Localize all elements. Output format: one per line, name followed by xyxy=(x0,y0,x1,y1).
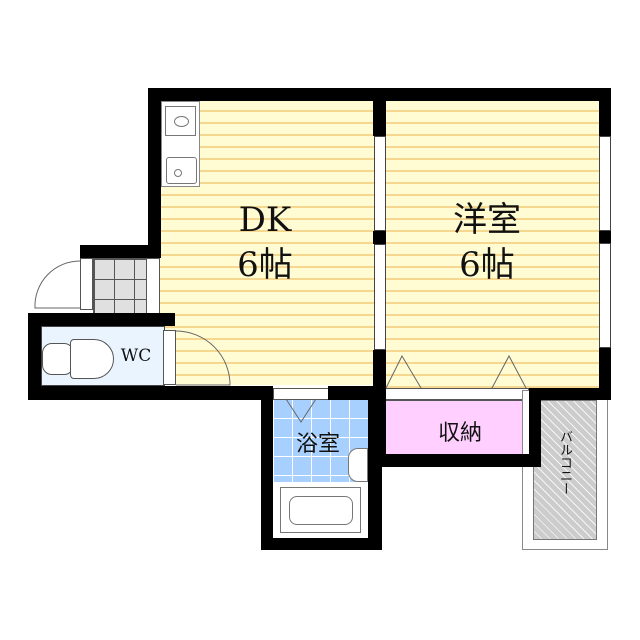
entrance-step xyxy=(146,258,160,314)
wall-right-mid xyxy=(599,231,611,243)
wall-bath-top-right xyxy=(328,386,382,400)
dk-label: DK xyxy=(238,200,292,240)
wall-center-bottom xyxy=(373,350,386,465)
toilet-icon xyxy=(42,338,114,379)
western-room-size-label: 6帖 xyxy=(459,245,515,285)
window-center-lower xyxy=(374,244,386,350)
western-room-floor xyxy=(385,100,600,390)
wall-entrance-left xyxy=(80,245,93,258)
balcony-label: バルコニー xyxy=(557,430,572,495)
wall-dk-left xyxy=(148,88,161,258)
storage-door-swing-icon xyxy=(385,354,527,389)
entrance-door-swing-icon xyxy=(34,260,81,309)
bath-label: 浴室 xyxy=(295,432,340,457)
wall-center-top xyxy=(373,88,386,136)
wall-center-mid xyxy=(373,231,386,244)
wall-storage-right xyxy=(529,388,541,467)
wc-door-swing-icon xyxy=(175,330,231,386)
wall-western-bottom-right xyxy=(529,388,611,400)
wall-bath-left xyxy=(261,386,273,550)
wall-right-top xyxy=(599,88,611,136)
wall-wc-left xyxy=(28,313,41,400)
storage-label: 収納 xyxy=(437,421,482,446)
dk-size-label: 6帖 xyxy=(237,245,293,285)
bath-door-swing-icon xyxy=(285,398,317,423)
bathtub-icon xyxy=(280,487,361,533)
stove-icon xyxy=(165,106,196,136)
window-right-upper xyxy=(599,136,611,231)
wc-door-frame xyxy=(163,330,176,385)
washbasin-icon xyxy=(348,448,368,482)
wall-right-bottom xyxy=(599,348,611,400)
wall-storage-bottom xyxy=(373,454,541,467)
western-room-label: 洋室 xyxy=(453,200,521,240)
entrance-door-frame xyxy=(80,258,93,310)
balcony-floor xyxy=(533,400,597,540)
wall-bottom-left xyxy=(28,386,261,400)
wall-entrance-top xyxy=(80,245,161,258)
wc-label: WC xyxy=(120,346,152,366)
storage-floor xyxy=(385,400,529,455)
window-center-upper xyxy=(374,136,386,231)
window-right-lower xyxy=(599,243,611,348)
sink-icon xyxy=(166,157,197,184)
wall-bath-bottom xyxy=(261,538,382,550)
wall-wc-top xyxy=(28,313,175,326)
